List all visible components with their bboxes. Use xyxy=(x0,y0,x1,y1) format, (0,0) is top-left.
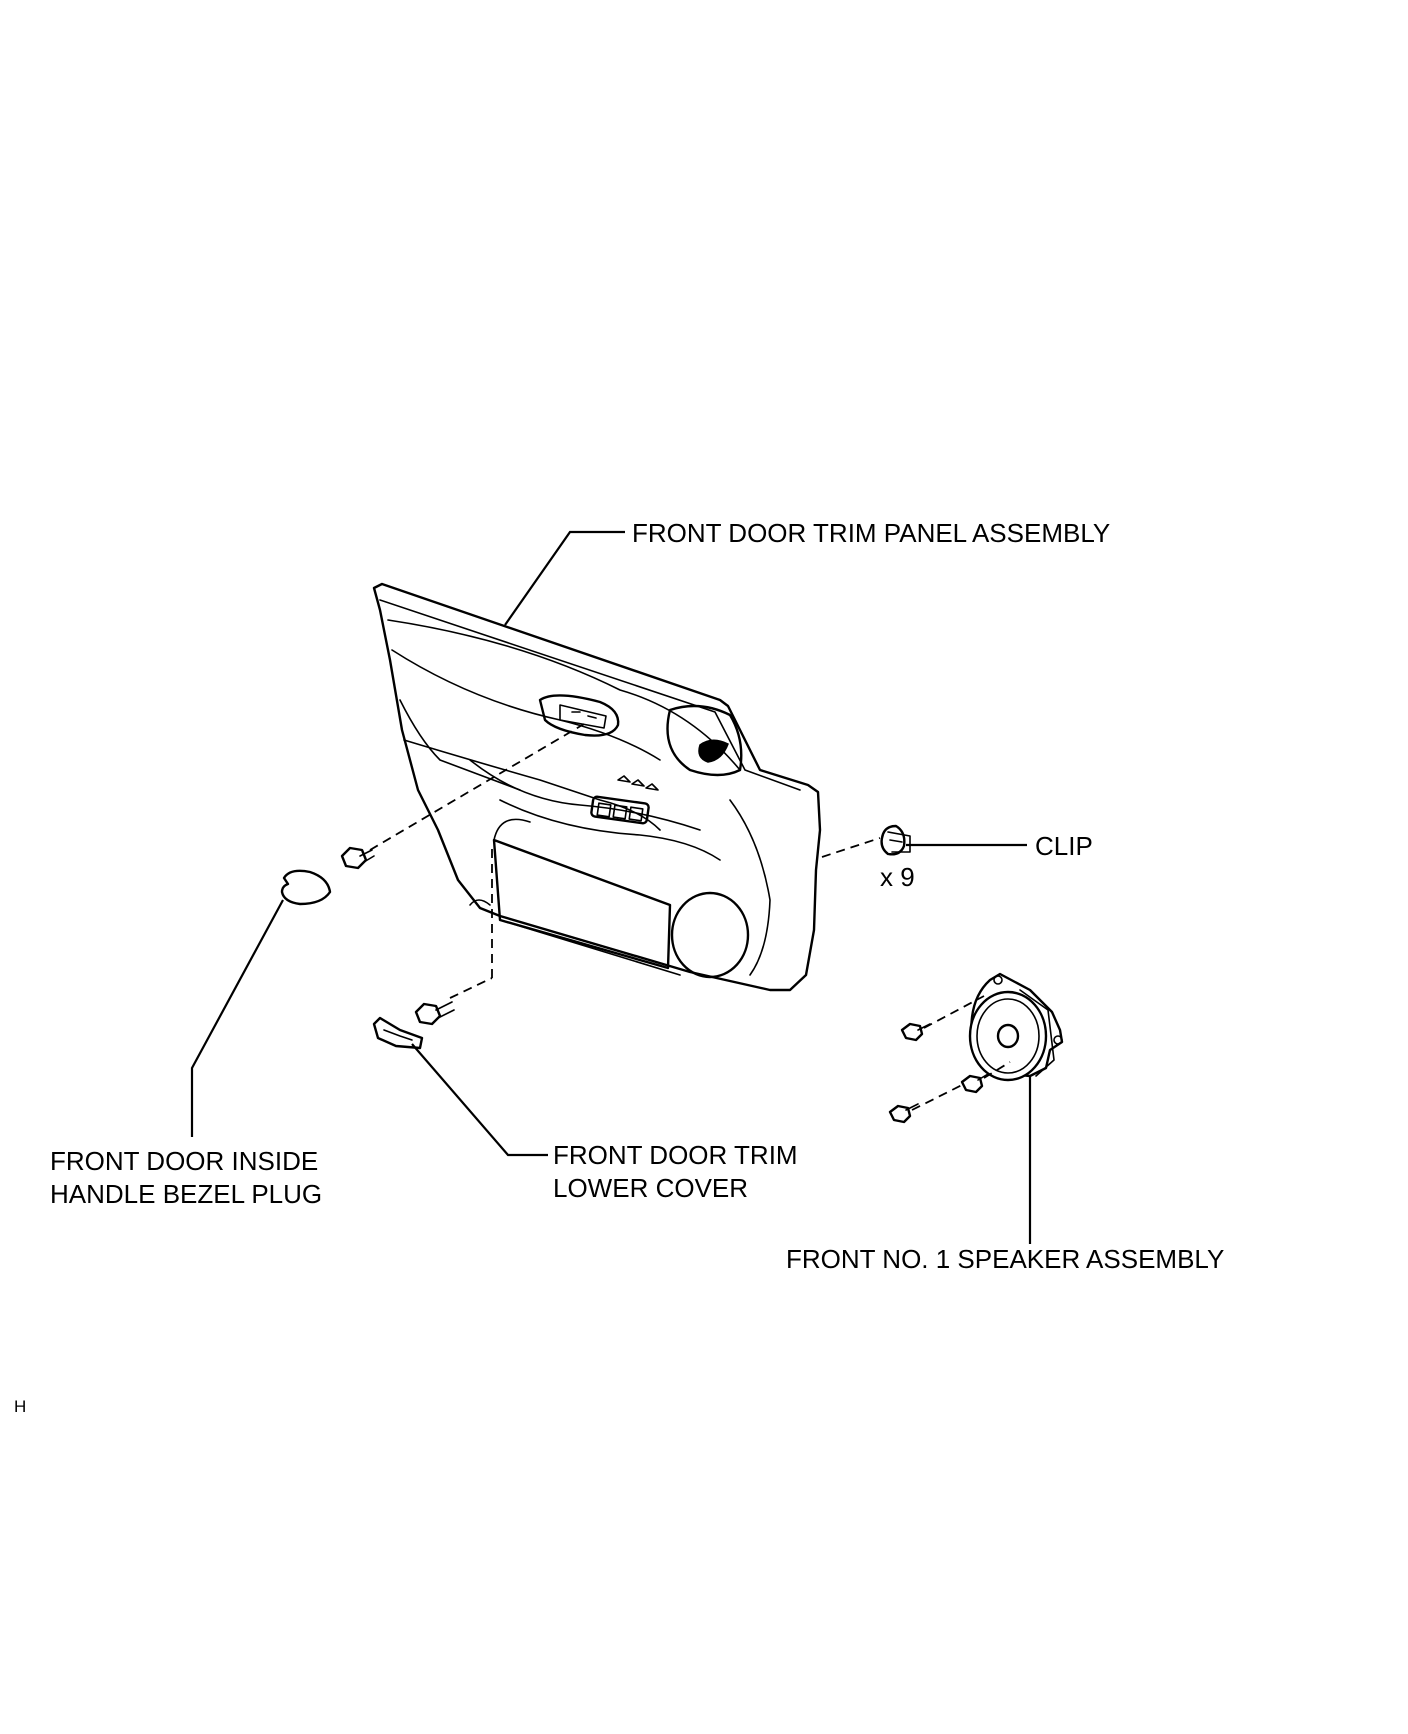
lower-cover-leader-line xyxy=(411,1043,548,1157)
screw-path-line-lower xyxy=(449,977,493,999)
trim-panel-leader-line xyxy=(504,530,625,626)
speaker-screw-path-line xyxy=(911,1083,965,1111)
lower-screw-icon xyxy=(414,1001,455,1026)
figure-code: H xyxy=(14,1397,26,1416)
front-door-trim-panel-drawing xyxy=(372,582,822,992)
trim-panel-label: FRONT DOOR TRIM PANEL ASSEMBLY xyxy=(632,518,1110,548)
speaker-screw-path-line xyxy=(923,995,985,1029)
clip-label: CLIP xyxy=(1035,831,1093,861)
screw-path-line-upper xyxy=(369,723,585,851)
bezel-plug-label-line1: FRONT DOOR INSIDE xyxy=(50,1146,318,1176)
lower-cover-drawing xyxy=(372,1016,424,1050)
speaker-screw-path-line xyxy=(983,1061,1011,1079)
lower-cover-label-line1: FRONT DOOR TRIM xyxy=(553,1140,798,1170)
speaker-drawing xyxy=(968,972,1064,1082)
speaker-screw-icon xyxy=(888,1103,919,1124)
bezel-plug-drawing xyxy=(280,869,332,906)
clip-icon xyxy=(880,824,911,856)
clip-path-line xyxy=(821,837,881,858)
speaker-label: FRONT NO. 1 SPEAKER ASSEMBLY xyxy=(786,1244,1224,1274)
lower-cover-label-line2: LOWER COVER xyxy=(553,1173,748,1203)
speaker-screw-icon xyxy=(960,1073,989,1094)
bezel-plug-label-line2: HANDLE BEZEL PLUG xyxy=(50,1179,322,1209)
clip-quantity: x 9 xyxy=(880,862,915,892)
bezel-plug-leader-line xyxy=(190,899,284,1137)
screw-icon xyxy=(340,846,375,870)
